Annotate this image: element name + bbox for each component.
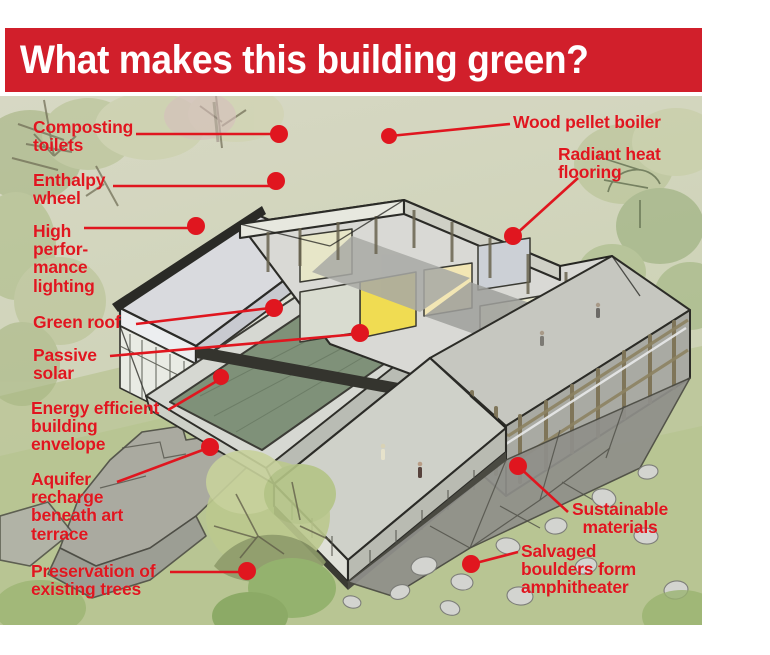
callout-line: materials	[582, 517, 658, 538]
callout-line: toilets	[33, 135, 84, 156]
callout-line: solar	[33, 363, 74, 384]
callout-label-green-roof: Green roof	[33, 312, 121, 332]
callout-line: flooring	[558, 162, 622, 183]
callout-line: boulders form	[521, 559, 637, 580]
callout-line: Sustainable	[572, 499, 669, 519]
callout-line: terrace	[31, 523, 88, 544]
callout-label-composting-toilets: Composting toilets	[33, 117, 134, 156]
callout-line: Radiant heat	[558, 144, 661, 164]
callout-line: Salvaged	[521, 541, 597, 561]
callout-line: building	[31, 416, 98, 437]
callout-line: beneath art	[31, 505, 124, 526]
callout-label-sustainable-materials: Sustainable materials	[572, 499, 669, 538]
callout-line: existing trees	[31, 579, 142, 600]
callout-line: mance	[33, 257, 88, 278]
callout-line: envelope	[31, 434, 106, 455]
callout-line: recharge	[31, 487, 104, 508]
callout-line: Energy efficient	[31, 398, 160, 418]
callout-line: lighting	[33, 275, 95, 296]
callout-line: Wood pellet boiler	[513, 112, 661, 132]
callout-line: wheel	[33, 188, 81, 209]
callout-line: Composting	[33, 117, 134, 137]
callout-line: amphitheater	[521, 577, 629, 598]
callout-line: Aquifer	[31, 469, 91, 489]
callout-label-energy-efficient-building-envelope: Energy efficient building envelope	[31, 399, 159, 454]
callout-label-high-performance-lighting: High perfor- mance lighting	[33, 222, 95, 295]
callout-line: perfor-	[33, 239, 88, 260]
page-title: What makes this building green?	[19, 38, 589, 82]
callout-line: Passive	[33, 345, 97, 365]
callout-label-enthalpy-wheel: Enthalpy wheel	[33, 170, 106, 209]
title-banner: What makes this building green?	[5, 28, 702, 92]
callout-label-salvaged-boulders-amphitheater: Salvaged boulders form amphitheater	[521, 542, 636, 597]
callout-label-passive-solar: Passive solar	[33, 345, 97, 384]
callout-label-radiant-heat-flooring: Radiant heat flooring	[558, 144, 661, 183]
callout-line: Enthalpy	[33, 170, 106, 190]
callout-label-preservation-of-existing-trees: Preservation of existing trees	[31, 561, 156, 600]
callout-line: Green roof	[33, 312, 121, 332]
callout-label-wood-pellet-boiler: Wood pellet boiler	[513, 113, 661, 131]
callout-line: Preservation of	[31, 561, 156, 581]
callout-line: High	[33, 221, 72, 241]
callout-label-aquifer-recharge: Aquifer recharge beneath art terrace	[31, 470, 123, 543]
